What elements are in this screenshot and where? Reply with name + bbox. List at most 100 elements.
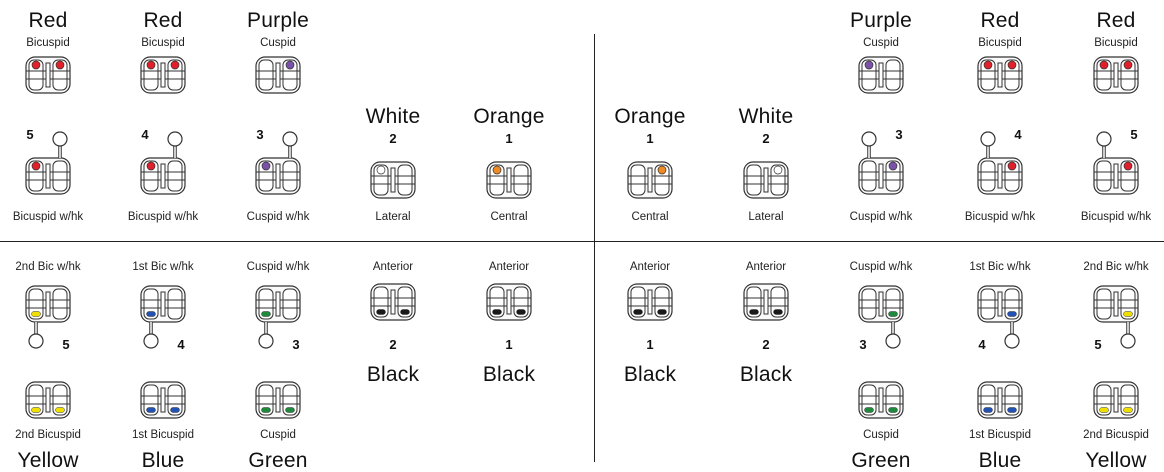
upper-right-tooth-5-hook-bracket xyxy=(1091,131,1141,198)
upper-left-tooth-5-type: Bicuspid xyxy=(26,37,70,49)
upper-right-tooth-1-color: Orange xyxy=(614,105,686,128)
lower-right-tooth-3-hook-bracket xyxy=(856,282,906,349)
upper-right-tooth-2-number: 2 xyxy=(762,131,770,146)
lower-right-tooth-2-bracket xyxy=(741,280,791,324)
lower-left-tooth-4-color: Blue xyxy=(141,449,185,472)
upper-right-tooth-3-type: Cuspid xyxy=(863,37,899,49)
upper-left-tooth-3-number: 3 xyxy=(256,127,264,142)
lower-left-tooth-2-bracket xyxy=(368,280,418,324)
lower-right-tooth-5-bracket xyxy=(1091,378,1141,422)
lower-left-tooth-3-number: 3 xyxy=(292,337,300,352)
upper-left-tooth-2-number: 2 xyxy=(389,131,397,146)
upper-right-tooth-3-hook-type: Cuspid w/hk xyxy=(849,211,913,223)
upper-right-tooth-2-bracket xyxy=(741,158,791,202)
lower-left-tooth-3-type: Cuspid w/hk xyxy=(246,261,310,273)
upper-right-tooth-3-hook-bracket xyxy=(856,131,906,198)
upper-left-tooth-3-hook-type: Cuspid w/hk xyxy=(246,211,310,223)
lower-left-tooth-1-type: Anterior xyxy=(488,261,530,273)
lower-left-tooth-3-hook-bracket xyxy=(253,282,303,349)
lower-right-tooth-3-color: Green xyxy=(851,449,911,472)
lower-right-tooth-4-bottom-type: 1st Bicuspid xyxy=(968,429,1032,441)
upper-right-tooth-4-type: Bicuspid xyxy=(978,37,1022,49)
upper-left-tooth-3-type: Cuspid xyxy=(260,37,296,49)
upper-left-tooth-4-hook-type: Bicuspid w/hk xyxy=(127,211,199,223)
upper-right-tooth-5-type: Bicuspid xyxy=(1094,37,1138,49)
upper-left-tooth-3-hook-bracket xyxy=(253,131,303,198)
upper-right-tooth-3-number: 3 xyxy=(895,127,903,142)
lower-right-tooth-2-number: 2 xyxy=(762,337,770,352)
lower-right-tooth-4-number: 4 xyxy=(978,337,986,352)
lower-right-tooth-4-type: 1st Bic w/hk xyxy=(969,261,1031,273)
lower-right-tooth-5-type: 2nd Bic w/hk xyxy=(1083,261,1149,273)
lower-right-tooth-5-bottom-type: 2nd Bicuspid xyxy=(1083,429,1149,441)
upper-right-tooth-3-color: Purple xyxy=(850,9,912,32)
lower-right-tooth-3-bottom-type: Cuspid xyxy=(863,429,899,441)
lower-right-tooth-3-number: 3 xyxy=(859,337,867,352)
lower-right-tooth-1-number: 1 xyxy=(646,337,654,352)
upper-right-tooth-4-bracket xyxy=(975,53,1025,97)
upper-left-tooth-3-bracket xyxy=(253,53,303,97)
lower-right-tooth-5-number: 5 xyxy=(1094,337,1102,352)
lower-right-tooth-2-type: Anterior xyxy=(745,261,787,273)
lower-right-tooth-4-color: Blue xyxy=(978,449,1022,472)
upper-left-tooth-4-bracket xyxy=(138,53,188,97)
lower-right-tooth-4-hook-bracket xyxy=(975,282,1025,349)
lower-left-tooth-2-color: Black xyxy=(366,363,420,386)
upper-left-tooth-5-number: 5 xyxy=(26,127,34,142)
upper-right-tooth-5-number: 5 xyxy=(1130,127,1138,142)
upper-left-tooth-1-color: Orange xyxy=(473,105,545,128)
upper-left-tooth-2-type: Lateral xyxy=(375,211,411,223)
upper-right-tooth-4-hook-bracket xyxy=(975,131,1025,198)
upper-left-tooth-1-number: 1 xyxy=(505,131,513,146)
upper-right-tooth-2-type: Lateral xyxy=(748,211,784,223)
upper-left-tooth-3-color: Purple xyxy=(247,9,309,32)
upper-left-tooth-5-hook-bracket xyxy=(23,131,73,198)
lower-left-tooth-4-number: 4 xyxy=(177,337,185,352)
upper-right-tooth-4-number: 4 xyxy=(1014,127,1022,142)
lower-right-tooth-1-bracket xyxy=(625,280,675,324)
upper-right-tooth-1-bracket xyxy=(625,158,675,202)
upper-right-tooth-5-bracket xyxy=(1091,53,1141,97)
lower-right-tooth-1-color: Black xyxy=(623,363,677,386)
upper-left-tooth-2-bracket xyxy=(368,158,418,202)
lower-left-tooth-4-bracket xyxy=(138,378,188,422)
lower-left-tooth-2-type: Anterior xyxy=(372,261,414,273)
lower-left-tooth-5-bottom-type: 2nd Bicuspid xyxy=(15,429,81,441)
lower-right-tooth-4-bracket xyxy=(975,378,1025,422)
upper-left-tooth-2-color: White xyxy=(365,105,421,128)
upper-left-tooth-1-bracket xyxy=(484,158,534,202)
upper-right-tooth-1-number: 1 xyxy=(646,131,654,146)
lower-left-tooth-3-color: Green xyxy=(248,449,308,472)
lower-left-tooth-5-hook-bracket xyxy=(23,282,73,349)
lower-left-tooth-4-bottom-type: 1st Bicuspid xyxy=(131,429,195,441)
horizontal-divider xyxy=(0,241,1164,242)
lower-left-tooth-3-bottom-type: Cuspid xyxy=(260,429,296,441)
lower-left-tooth-3-bracket xyxy=(253,378,303,422)
upper-left-tooth-5-bracket xyxy=(23,53,73,97)
lower-left-tooth-1-color: Black xyxy=(482,363,536,386)
lower-left-tooth-4-hook-bracket xyxy=(138,282,188,349)
lower-left-tooth-5-type: 2nd Bic w/hk xyxy=(15,261,81,273)
upper-left-tooth-1-type: Central xyxy=(490,211,528,223)
upper-left-tooth-4-hook-bracket xyxy=(138,131,188,198)
lower-left-tooth-5-number: 5 xyxy=(62,337,70,352)
upper-left-tooth-4-number: 4 xyxy=(141,127,149,142)
lower-right-tooth-1-type: Anterior xyxy=(629,261,671,273)
upper-left-tooth-4-color: Red xyxy=(143,9,183,32)
upper-right-tooth-5-color: Red xyxy=(1096,9,1136,32)
upper-right-tooth-4-hook-type: Bicuspid w/hk xyxy=(964,211,1036,223)
upper-left-tooth-5-color: Red xyxy=(28,9,68,32)
lower-left-tooth-5-bracket xyxy=(23,378,73,422)
lower-left-tooth-1-bracket xyxy=(484,280,534,324)
lower-left-tooth-1-number: 1 xyxy=(505,337,513,352)
upper-right-tooth-4-color: Red xyxy=(980,9,1020,32)
lower-right-tooth-3-type: Cuspid w/hk xyxy=(849,261,913,273)
lower-right-tooth-3-bracket xyxy=(856,378,906,422)
upper-right-tooth-5-hook-type: Bicuspid w/hk xyxy=(1080,211,1152,223)
lower-right-tooth-2-color: Black xyxy=(739,363,793,386)
upper-left-tooth-4-type: Bicuspid xyxy=(141,37,185,49)
upper-right-tooth-1-type: Central xyxy=(631,211,669,223)
lower-left-tooth-2-number: 2 xyxy=(389,337,397,352)
lower-left-tooth-4-type: 1st Bic w/hk xyxy=(132,261,194,273)
